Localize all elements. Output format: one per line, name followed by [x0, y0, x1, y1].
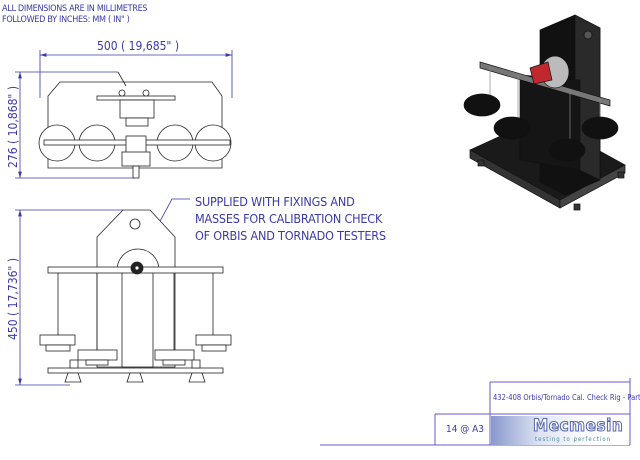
logo-name: Mecmesin — [532, 416, 624, 437]
units-note-line2: FOLLOWED BY INCHES: MM ( IN" ) — [2, 15, 130, 25]
top-view — [38, 71, 232, 179]
sheet-scale: 14 @ A3 — [446, 424, 485, 435]
mecmesin-logo: Mecmesin testing to perfection — [491, 416, 629, 445]
title-block-frame — [320, 378, 631, 446]
callout-line1: SUPPLIED WITH FIXINGS AND — [195, 194, 355, 209]
dimension-depth: 276 ( 10,868" ) — [6, 85, 20, 168]
front-view — [39, 209, 232, 383]
front-view-dimensions — [15, 198, 190, 386]
dimension-width: 500 ( 19,685" ) — [97, 39, 180, 53]
top-view-dimensions — [15, 50, 233, 179]
callout-line3: OF ORBIS AND TORNADO TESTERS — [195, 228, 386, 243]
drawing-title: 432-408 Orbis/Tornado Cal. Check Rig - P… — [493, 393, 640, 402]
logo-tagline: testing to perfection — [535, 436, 612, 443]
units-note: ALL DIMENSIONS ARE IN MILLIMETRES FOLLOW… — [2, 4, 148, 26]
callout-line2: MASSES FOR CALIBRATION CHECK — [195, 211, 383, 226]
isometric-view — [463, 14, 626, 211]
dimension-height: 450 ( 17,736" ) — [6, 257, 20, 340]
units-note-line1: ALL DIMENSIONS ARE IN MILLIMETRES — [2, 4, 148, 14]
calibration-callout: SUPPLIED WITH FIXINGS AND MASSES FOR CAL… — [195, 193, 386, 244]
